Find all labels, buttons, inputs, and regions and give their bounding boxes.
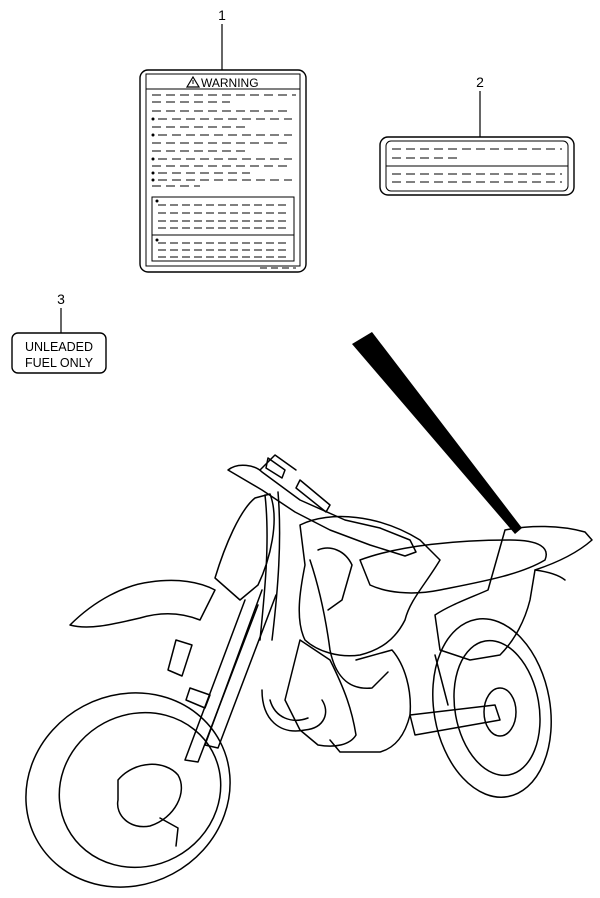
bullet-dot: [151, 133, 155, 137]
warning-label: WARNING: [139, 69, 307, 273]
callout-1-number: 1: [218, 7, 226, 23]
front-fender: [69, 579, 216, 628]
bullet-dot: [151, 171, 155, 175]
fuel-label: UNLEADED FUEL ONLY: [11, 332, 107, 374]
handlebar: [227, 464, 417, 557]
location-pointer: [352, 332, 522, 534]
rear-fender: [434, 525, 593, 661]
warning-label-text-lines: [151, 94, 296, 269]
warning-label-box-2: [151, 234, 295, 262]
exhaust-pipe: [261, 689, 327, 732]
number-plate: [214, 493, 275, 601]
motorcycle-illustration: [25, 454, 593, 888]
info-label: [379, 136, 575, 196]
callout-3-number: 3: [57, 291, 65, 307]
swingarm: [409, 704, 501, 736]
engine-case: [329, 649, 412, 753]
info-label-text-lines: [392, 148, 562, 183]
bullet-dot: [151, 157, 155, 161]
warning-label-inner: [145, 73, 301, 267]
front-fork-right: [204, 589, 277, 749]
rear-tire: [432, 618, 552, 798]
seat: [359, 539, 547, 594]
radiator-shroud: [309, 559, 389, 689]
front-hub: [116, 763, 183, 828]
fuel-label-line-1: UNLEADED: [25, 340, 93, 354]
fuel-label-outer: [11, 332, 107, 374]
warning-label-header: WARNING: [201, 76, 259, 90]
callout-1: 1: [218, 7, 226, 70]
warning-triangle-icon: [185, 75, 201, 88]
rear-hub: [483, 687, 517, 737]
bullet-dot: [151, 178, 155, 182]
bullet-dot: [151, 117, 155, 121]
fuel-label-line-2: FUEL ONLY: [25, 356, 94, 370]
callout-2-number: 2: [476, 74, 484, 90]
warning-label-outer: [139, 69, 307, 273]
callout-2: 2: [476, 74, 484, 137]
bullet-dot: [155, 238, 159, 242]
callout-3: 3: [57, 291, 65, 333]
fuel-tank: [298, 515, 441, 657]
rear-rim: [453, 639, 541, 777]
engine-cylinder: [284, 639, 357, 747]
front-rim: [58, 711, 222, 869]
bullet-dot: [155, 199, 159, 203]
